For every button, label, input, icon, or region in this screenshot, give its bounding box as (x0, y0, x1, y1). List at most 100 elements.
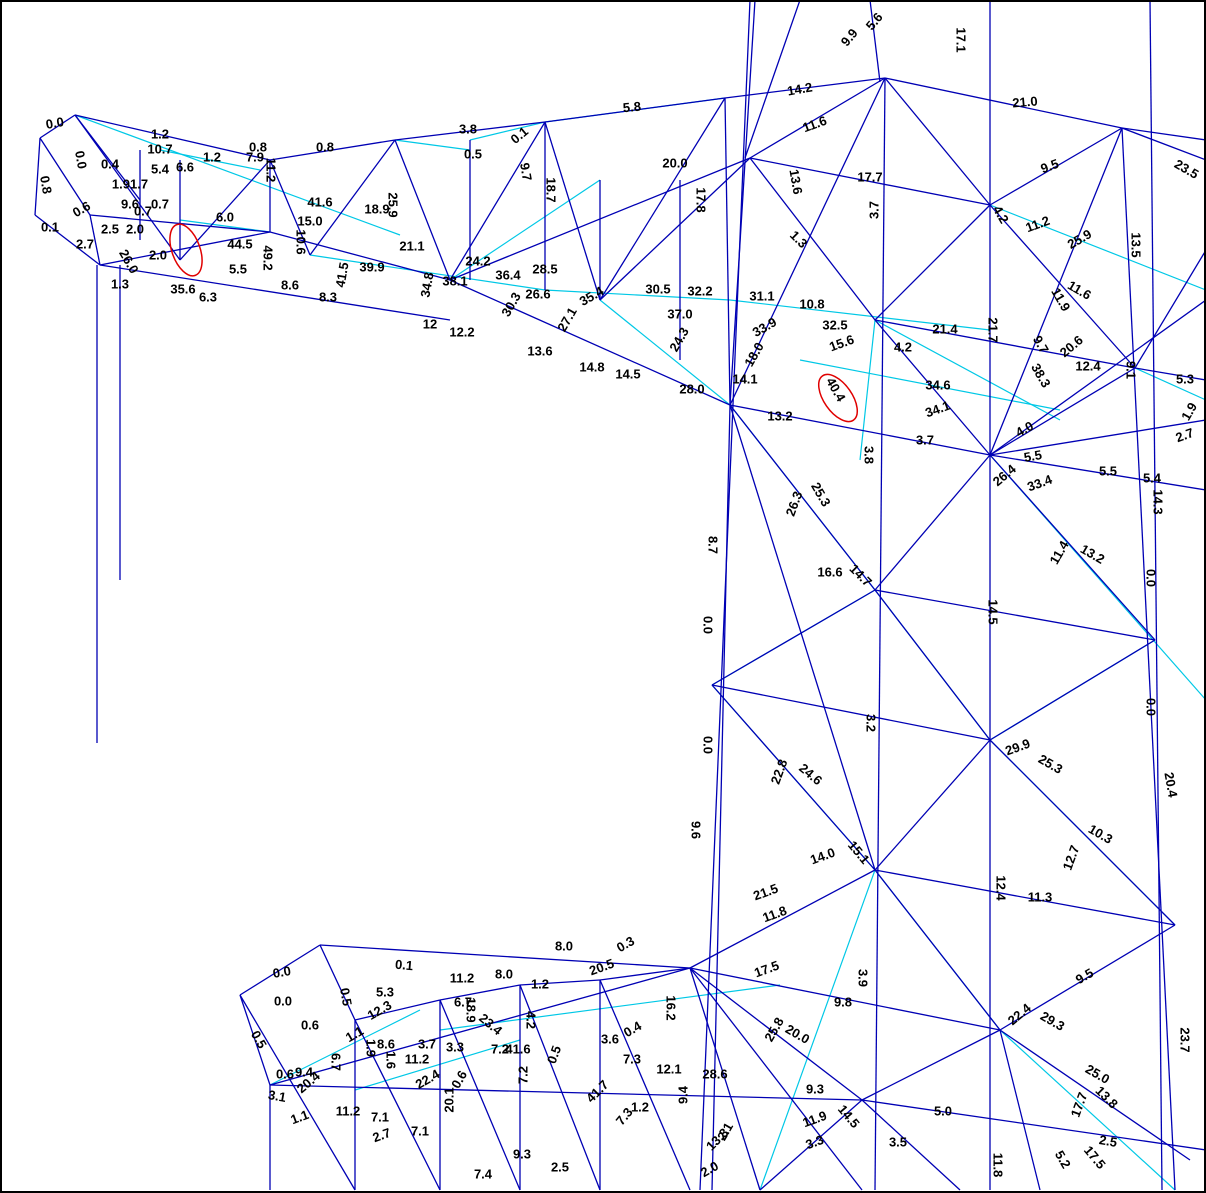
primary-member-22 (34, 214, 101, 266)
member-force-label: 5.3 (376, 984, 394, 999)
primary-member-4 (1149, 2, 1163, 1191)
secondary-member-0 (74, 114, 401, 236)
member-force-label: 26.6 (525, 286, 550, 301)
member-force-label: 34.8 (417, 271, 436, 299)
member-force-label: 3.2 (864, 714, 879, 732)
primary-member-111 (239, 994, 356, 1191)
secondary-member-5 (469, 121, 546, 141)
member-force-label: 0.0 (701, 616, 716, 634)
primary-member-7 (1121, 127, 1176, 1191)
member-force-label: 5.5 (229, 261, 247, 276)
member-force-label: 35.4 (577, 283, 607, 309)
member-force-label: 2.5 (101, 221, 119, 236)
member-force-label: 3.1 (267, 1087, 287, 1105)
primary-member-10 (74, 114, 271, 161)
member-force-label: 4.2 (894, 339, 912, 354)
primary-member-90 (239, 994, 271, 1086)
primary-member-32 (599, 97, 726, 301)
member-force-label: 0.8 (316, 139, 334, 154)
member-force-label: 22.8 (768, 757, 791, 786)
member-force-label: 0.6 (301, 1017, 319, 1032)
member-force-label: 20.4 (1161, 771, 1180, 799)
member-force-label: 14.0 (808, 845, 837, 868)
member-force-label: 41.6 (505, 1041, 530, 1056)
primary-member-36 (749, 77, 886, 159)
primary-member-53 (1134, 252, 1204, 369)
member-force-label: 13.6 (527, 343, 552, 358)
primary-member-103 (354, 1019, 441, 1191)
member-force-label: 13.2 (1078, 541, 1107, 567)
member-force-label: 5.5 (1099, 463, 1117, 478)
member-force-label: 11.2 (450, 970, 475, 985)
secondary-member-28 (1134, 367, 1204, 400)
member-force-label: 38.3 (1028, 361, 1054, 390)
primary-member-110 (999, 1029, 1041, 1191)
primary-member-27 (269, 159, 311, 256)
member-force-label: 9.9 (838, 26, 861, 49)
member-force-label: 3.3 (446, 1039, 464, 1054)
member-force-label: 32.5 (822, 317, 847, 332)
member-force-label: 13.2 (767, 408, 792, 423)
primary-member-55 (989, 419, 1204, 456)
member-force-label: 29.3 (1038, 1008, 1067, 1034)
member-force-label: 30.3 (498, 290, 524, 319)
secondary-member-1 (159, 149, 261, 171)
member-force-label: 5.5 (1023, 447, 1043, 465)
member-force-label: 3.7 (916, 432, 934, 447)
member-force-label: 11.9 (801, 1108, 829, 1131)
primary-member-42 (874, 204, 991, 321)
primary-member-54 (989, 300, 1204, 456)
member-force-label: 10.3 (1086, 821, 1115, 847)
member-force-label: 14.5 (615, 366, 640, 381)
member-force-label: 14.5 (835, 1102, 863, 1131)
primary-member-8 (869, 2, 881, 83)
member-force-label: 5.6 (863, 10, 886, 33)
member-force-label: 16.6 (817, 564, 842, 579)
primary-member-84 (689, 967, 863, 1191)
secondary-member-9 (544, 289, 731, 301)
secondary-member-8 (449, 179, 601, 281)
member-force-label: 11.2 (264, 158, 279, 183)
member-force-label: 18.7 (544, 177, 559, 202)
primary-member-21 (34, 137, 41, 216)
member-force-label: 9.3 (513, 1146, 531, 1161)
primary-member-88 (239, 944, 321, 996)
member-force-label: 35.6 (170, 281, 195, 296)
primary-member-26 (179, 159, 271, 261)
member-force-label: 18.0 (741, 340, 767, 369)
primary-member-78 (999, 924, 1176, 1031)
member-force-label: 11.3 (1028, 889, 1053, 904)
member-force-label: 0.4 (101, 156, 120, 171)
primary-member-31 (544, 121, 601, 301)
member-force-label: 14.5 (986, 599, 1001, 624)
member-force-label: 0.5 (337, 987, 355, 1007)
member-force-label: 0.1 (508, 124, 531, 147)
primary-member-28 (309, 139, 396, 256)
member-force-label: 36.4 (495, 267, 521, 282)
member-force-label: 5.4 (1143, 470, 1162, 485)
member-force-label: 6.7 (454, 994, 472, 1009)
primary-member-44 (749, 157, 876, 321)
secondary-member-4 (394, 139, 471, 151)
member-force-label: 3.8 (459, 121, 477, 136)
member-force-label: 9.4 (675, 1085, 690, 1104)
secondary-member-7 (599, 299, 731, 406)
member-force-label: 3.9 (856, 969, 871, 987)
primary-member-52 (989, 367, 1136, 456)
member-force-label: 0.0 (72, 150, 90, 170)
member-force-label: 37.0 (667, 306, 692, 321)
primary-member-50 (989, 204, 1136, 369)
member-force-label: 9.6 (121, 196, 139, 211)
member-force-label: 1.91.7 (112, 176, 148, 191)
member-force-label: 2.0 (126, 221, 144, 236)
member-force-label: 0.1 (41, 219, 59, 234)
primary-member-51 (989, 127, 1123, 456)
primary-member-33 (724, 97, 731, 406)
member-force-label: 30.5 (645, 281, 670, 296)
member-force-label: 7.1 (371, 1109, 389, 1124)
member-force-label: 25.9 (386, 192, 401, 217)
member-force-label: 0.8 (249, 139, 267, 154)
member-force-label: 0.0 (45, 114, 65, 132)
member-force-label: 5.8 (622, 99, 641, 116)
member-force-label: 17.7 (857, 169, 882, 184)
